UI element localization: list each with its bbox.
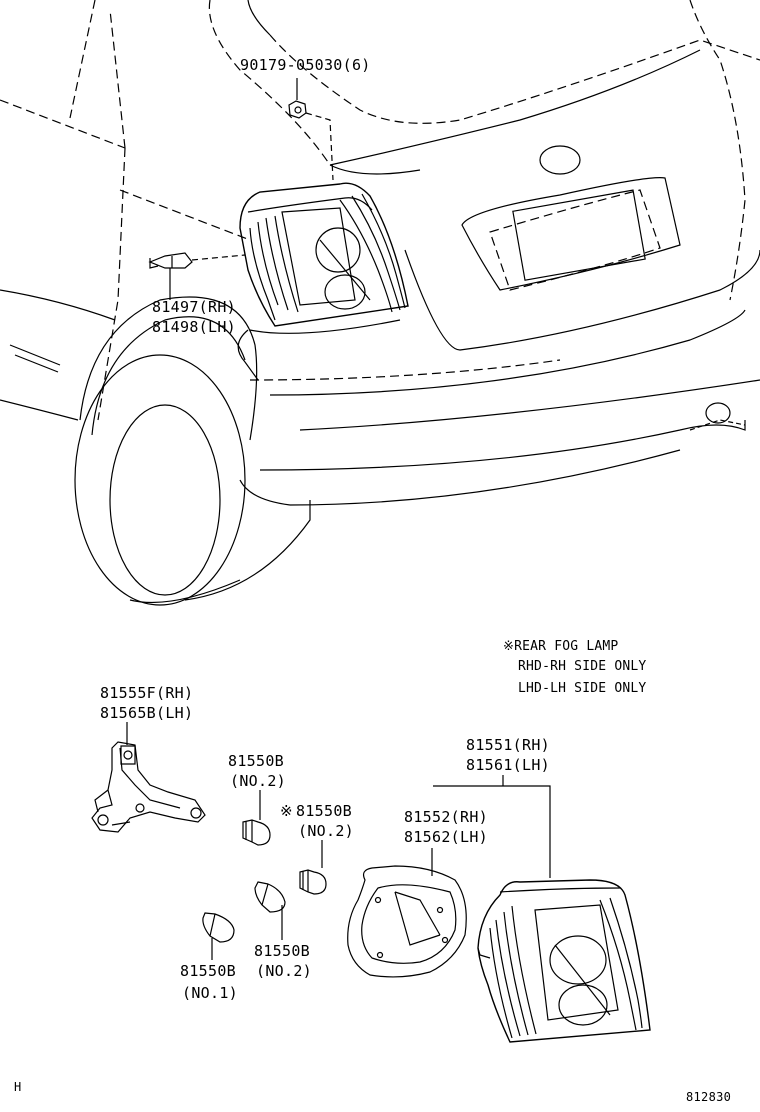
socket-with-leader — [150, 253, 245, 300]
figure-number: 812830 — [686, 1090, 732, 1104]
label-bulb-fog-mark: ※ — [280, 802, 293, 820]
bulb-fog — [300, 840, 326, 894]
label-socket-lh: 81498(LH) — [152, 318, 236, 336]
bulb-no1 — [203, 913, 234, 960]
label-gasket-lh: 81562(LH) — [404, 828, 488, 846]
label-nut: 90179-05030(6) — [240, 56, 371, 74]
lamp-gasket — [348, 848, 467, 977]
footer-left-mark: H — [14, 1080, 22, 1094]
note-line-1: ※REAR FOG LAMP — [503, 639, 619, 654]
label-socket-rh: 81497(RH) — [152, 298, 236, 316]
nut-part — [289, 78, 333, 180]
label-lamp-rh: 81551(RH) — [466, 736, 550, 754]
installed-tail-lamp — [240, 183, 408, 326]
bulb-no2-mid — [255, 882, 285, 940]
label-bulb-mid: 81550B — [254, 942, 310, 960]
label-bracket-lh: 81565B(LH) — [100, 704, 194, 722]
label-bulb-top: 81550B — [228, 752, 284, 770]
tail-lamp-assembly — [433, 775, 650, 1042]
label-bulb-mid-no: (NO.2) — [256, 962, 312, 980]
label-bulb-fog: 81550B — [296, 802, 352, 820]
label-bulb-top-no: (NO.2) — [230, 772, 286, 790]
label-lamp-lh: 81561(LH) — [466, 756, 550, 774]
bulb-no2-top — [243, 790, 270, 845]
label-bulb-low: 81550B — [180, 962, 236, 980]
note-line-2: RHD-RH SIDE ONLY — [518, 659, 647, 674]
label-bulb-fog-no: (NO.2) — [298, 822, 354, 840]
label-gasket-rh: 81552(RH) — [404, 808, 488, 826]
label-bracket-rh: 81555F(RH) — [100, 684, 194, 702]
lamp-bracket — [92, 722, 205, 832]
note-line-3: LHD-LH SIDE ONLY — [518, 681, 647, 696]
label-bulb-low-no: (NO.1) — [182, 984, 238, 1002]
vehicle-rear-outline — [0, 0, 760, 605]
